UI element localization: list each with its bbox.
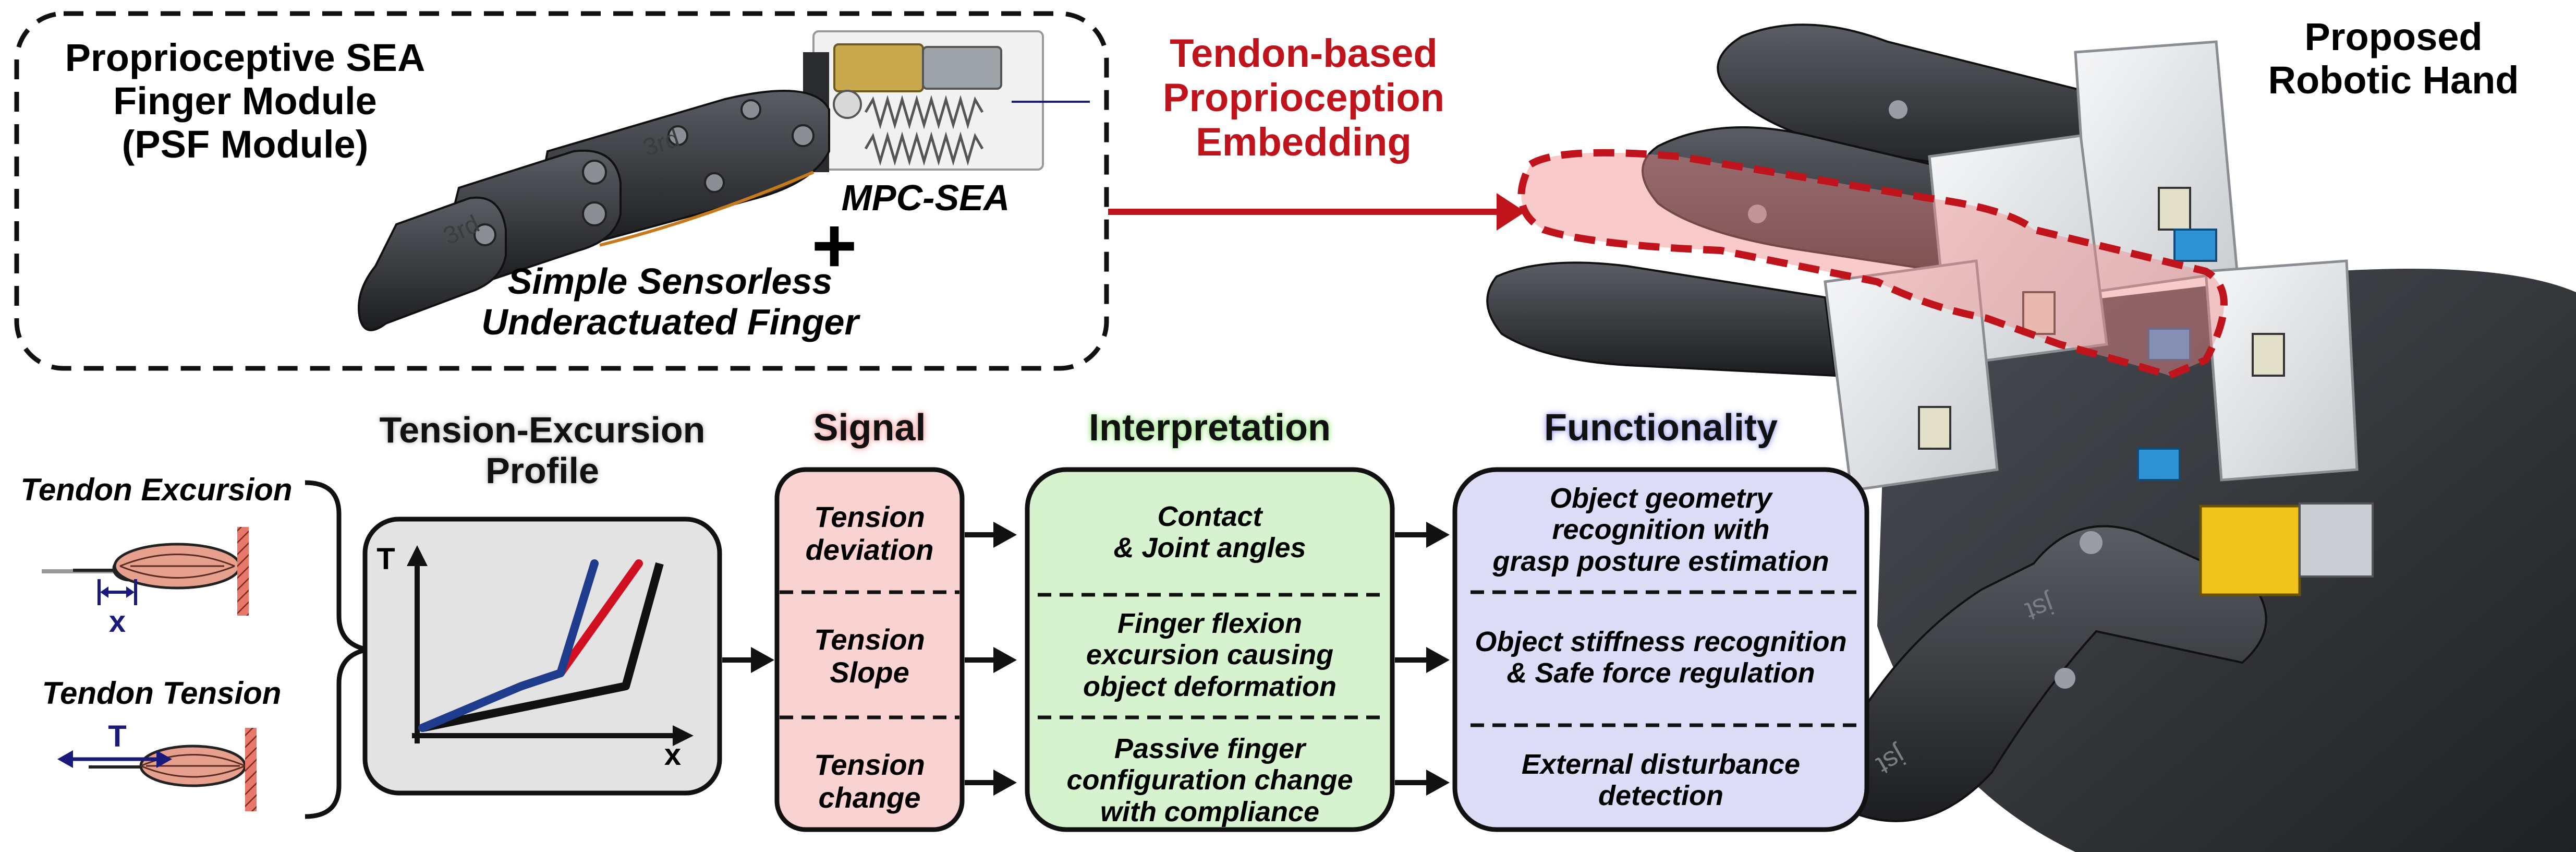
profile-title-line2: Profile (485, 450, 599, 491)
tension-t-symbol: T (108, 719, 127, 753)
interpretation-row-1: Contact & Joint angles (1032, 501, 1387, 564)
finger-label-line2: Underactuated Finger (481, 302, 859, 343)
signal-box (774, 467, 965, 832)
interpretation-box (1025, 467, 1395, 832)
curve-red (556, 559, 643, 677)
functionality-row-3-line2: detection (1598, 780, 1724, 812)
interpretation-row-3-line3: with compliance (1100, 796, 1320, 827)
interp-func-arrows (1395, 522, 1450, 796)
curve-blue (418, 559, 599, 732)
psf-module-box (14, 11, 1109, 371)
signal-interp-arrows (965, 522, 1017, 796)
interpretation-row-3-line1: Passive finger (1114, 733, 1306, 764)
signal-row-3-line2: change (818, 781, 921, 814)
tension-schematic (57, 728, 257, 811)
finger-label-line1: Simple Sensorless (507, 261, 833, 302)
functionality-row-2-line2: & Safe force regulation (1506, 657, 1815, 689)
plus-sign: + (811, 201, 857, 289)
profile-title-line1: Tension-Excursion (379, 410, 706, 450)
profile-x-axis-label: x (664, 738, 682, 772)
signal-row-2: Tension Slope (777, 623, 962, 689)
psf-title: Proprioceptive SEA Finger Module (PSF Mo… (31, 36, 459, 166)
finger-label: Simple Sensorless Underactuated Finger (407, 261, 933, 343)
functionality-row-2-line1: Object stiffness recognition (1475, 626, 1847, 657)
robotic-hand-illustration (1486, 23, 2576, 852)
profile-axes (407, 545, 694, 746)
functionality-row-3: External disturbance detection (1460, 749, 1862, 812)
embedding-arrow-head (1497, 193, 1525, 231)
signal-row-3-line1: Tension (814, 748, 925, 781)
functionality-row-1-line2: recognition with (1552, 514, 1770, 546)
signal-row-2-line2: Slope (830, 655, 909, 689)
psf-title-line2: Finger Module (113, 79, 377, 123)
hand-title: Proposed Robotic Hand (2232, 15, 2555, 102)
functionality-row-1-line1: Object geometry (1549, 483, 1772, 514)
profile-y-axis-label: T (376, 542, 395, 576)
embedding-label-line2: Proprioception (1162, 76, 1445, 121)
interpretation-row-1-line2: & Joint angles (1113, 532, 1306, 564)
interpretation-row-2-line3: object deformation (1083, 670, 1337, 702)
functionality-box (1452, 467, 1869, 832)
interpretation-row-1-line1: Contact (1157, 501, 1262, 532)
signal-row-1-line1: Tension (814, 500, 925, 533)
hand-title-line2: Robotic Hand (2268, 58, 2519, 102)
functionality-header: Functionality (1544, 407, 1778, 449)
highlighted-finger (1517, 149, 2228, 380)
functionality-row-2: Object stiffness recognition & Safe forc… (1460, 626, 1862, 689)
embedding-label-line1: Tendon-based (1170, 31, 1438, 76)
signal-header: Signal (813, 407, 926, 449)
finger-illustration (358, 30, 1090, 331)
interpretation-row-2-line2: excursion causing (1086, 639, 1334, 671)
curve-black (421, 562, 664, 732)
interpretation-row-2-line1: Finger flexion (1117, 608, 1303, 639)
signal-row-2-line1: Tension (814, 623, 925, 656)
curly-brace (305, 480, 368, 819)
embedding-label-line3: Embedding (1196, 120, 1412, 165)
excursion-x-symbol: x (108, 605, 126, 639)
functionality-row-3-line1: External disturbance (1521, 749, 1801, 780)
functionality-row-1-line3: grasp posture estimation (1492, 545, 1829, 577)
mpc-sea-label: MPC-SEA (841, 177, 1010, 218)
signal-row-3: Tension change (777, 748, 962, 814)
functionality-row-1: Object geometry recognition with grasp p… (1460, 483, 1862, 577)
interpretation-row-3: Passive finger configuration change with… (1032, 733, 1387, 827)
signal-row-1: Tension deviation (777, 500, 962, 566)
interpretation-row-2: Finger flexion excursion causing object … (1032, 608, 1387, 702)
hand-title-line1: Proposed (2304, 15, 2483, 58)
psf-title-line3: (PSF Module) (121, 122, 369, 166)
embedding-label: Tendon-based Proprioception Embedding (1116, 31, 1491, 164)
tendon-excursion-label: Tendon Excursion (20, 472, 293, 507)
excursion-schematic (42, 527, 249, 616)
psf-title-line1: Proprioceptive SEA (65, 36, 426, 79)
profile-title: Tension-Excursion Profile (355, 410, 730, 491)
tendon-tension-label: Tendon Tension (42, 676, 282, 711)
interpretation-row-3-line2: configuration change (1066, 764, 1353, 796)
signal-row-1-line2: deviation (805, 533, 934, 566)
interpretation-header: Interpretation (1088, 407, 1331, 449)
